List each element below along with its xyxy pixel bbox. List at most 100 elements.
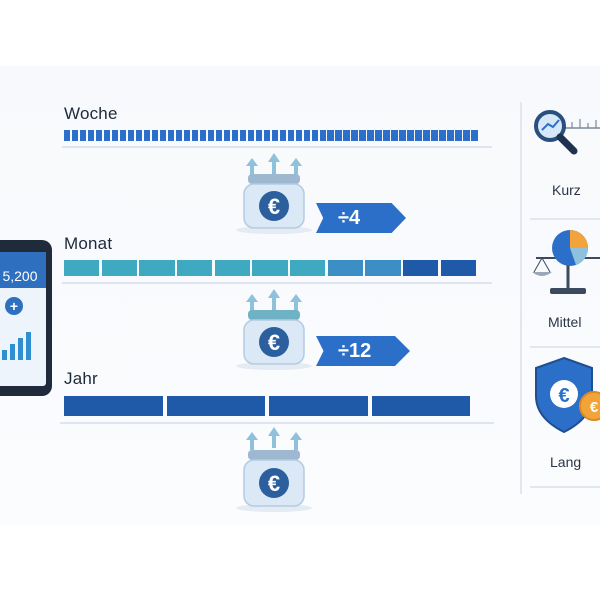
bar-segment: [177, 260, 213, 276]
row-label-jahr: Jahr: [64, 369, 98, 388]
bar-segment: [319, 130, 326, 141]
bar-segment: [399, 130, 406, 141]
bar-segment: [371, 396, 470, 416]
diagram-background: [0, 66, 600, 526]
phone-amount: 5,200: [2, 268, 37, 284]
euro-jar-icon: €: [236, 427, 312, 512]
bar-segment: [455, 130, 462, 141]
bar-segment: [383, 130, 390, 141]
bar-segment: [263, 130, 271, 141]
bar-segment: [64, 130, 71, 141]
bar-segment: [431, 130, 438, 141]
jar-euro-symbol: €: [268, 471, 280, 496]
divide-by-12-label: ÷12: [338, 339, 372, 362]
row-label-woche: Woche: [64, 104, 118, 123]
bar-segment: [199, 130, 207, 141]
horizon-column: Kurz Mittel € € Lang: [520, 102, 600, 494]
bar-segment: [151, 130, 159, 141]
bar-segment: [207, 130, 215, 141]
bar-segment: [447, 130, 454, 141]
bar-segment: [439, 130, 446, 141]
bar-segment: [335, 130, 342, 141]
balance-scale-pie-icon: [532, 230, 600, 294]
week-segment-bar: [64, 130, 478, 141]
bar-segment: [359, 130, 366, 141]
bar-segment: [223, 130, 231, 141]
jar-euro-symbol: €: [268, 330, 280, 355]
bar-segment: [290, 260, 326, 276]
bar-segment: [391, 130, 398, 141]
bar-segment: [183, 130, 191, 141]
bar-segment: [407, 130, 414, 141]
bar-segment: [103, 130, 111, 141]
bar-segment: [64, 260, 100, 276]
bar-segment: [127, 130, 135, 141]
bar-segment: [471, 130, 478, 141]
bar-segment: [269, 396, 368, 416]
side-label-lang: Lang: [550, 454, 582, 470]
divide-by-12-tag: ÷12: [316, 336, 410, 366]
side-divider: [530, 218, 600, 220]
divider-woche: [62, 146, 492, 148]
divide-by-4-label: ÷4: [338, 206, 361, 229]
smartphone-icon: 5,200 +: [0, 240, 52, 396]
euro-shield-icon: € €: [535, 356, 600, 434]
bar-segment: [279, 130, 287, 141]
bar-segment: [111, 130, 119, 141]
bar-segment: [71, 130, 79, 141]
bar-segment: [255, 130, 263, 141]
bar-segment: [463, 130, 470, 141]
divide-by-4-tag: ÷4: [316, 203, 406, 233]
row-label-monat: Monat: [64, 234, 113, 253]
side-label-mittel: Mittel: [548, 314, 582, 330]
bar-segment: [423, 130, 430, 141]
jar-euro-symbol: €: [268, 194, 280, 219]
bar-segment: [415, 130, 422, 141]
bar-segment: [166, 396, 265, 416]
bar-segment: [79, 130, 87, 141]
side-label-kurz: Kurz: [552, 182, 581, 198]
divider-jahr: [60, 422, 494, 424]
bar-segment: [295, 130, 303, 141]
bar-segment: [143, 130, 151, 141]
phone-plus: +: [10, 298, 18, 314]
euro-jar-icon: €: [236, 289, 312, 370]
bar-segment: [231, 130, 239, 141]
bar-segment: [175, 130, 183, 141]
bar-segment: [135, 130, 143, 141]
euro-jar-icon: €: [236, 153, 312, 234]
bar-segment: [101, 260, 137, 276]
bar-segment: [303, 130, 311, 141]
side-divider: [530, 486, 600, 488]
coin-euro-symbol: €: [590, 399, 599, 416]
side-divider: [530, 346, 600, 348]
bar-segment: [119, 130, 127, 141]
bar-segment: [311, 130, 318, 141]
bar-segment: [139, 260, 175, 276]
bar-segment: [247, 130, 255, 141]
shield-euro-symbol: €: [558, 385, 569, 407]
bar-segment: [252, 260, 288, 276]
bar-segment: [343, 130, 350, 141]
magnifier-chart-icon: [534, 110, 600, 155]
divider-monat: [62, 282, 492, 284]
bar-segment: [215, 130, 223, 141]
month-segment-bar: [64, 260, 476, 276]
bar-segment: [191, 130, 199, 141]
bar-segment: [287, 130, 295, 141]
bar-segment: [403, 260, 439, 276]
bar-segment: [95, 130, 103, 141]
bar-segment: [87, 130, 95, 141]
bar-segment: [271, 130, 279, 141]
bar-segment: [365, 260, 401, 276]
bar-segment: [214, 260, 250, 276]
bar-segment: [351, 130, 358, 141]
year-segment-bar: [64, 396, 470, 416]
bar-segment: [367, 130, 374, 141]
bar-segment: [440, 260, 476, 276]
bar-segment: [239, 130, 247, 141]
bar-segment: [64, 396, 163, 416]
bar-segment: [159, 130, 167, 141]
bar-segment: [327, 130, 334, 141]
bar-segment: [327, 260, 363, 276]
